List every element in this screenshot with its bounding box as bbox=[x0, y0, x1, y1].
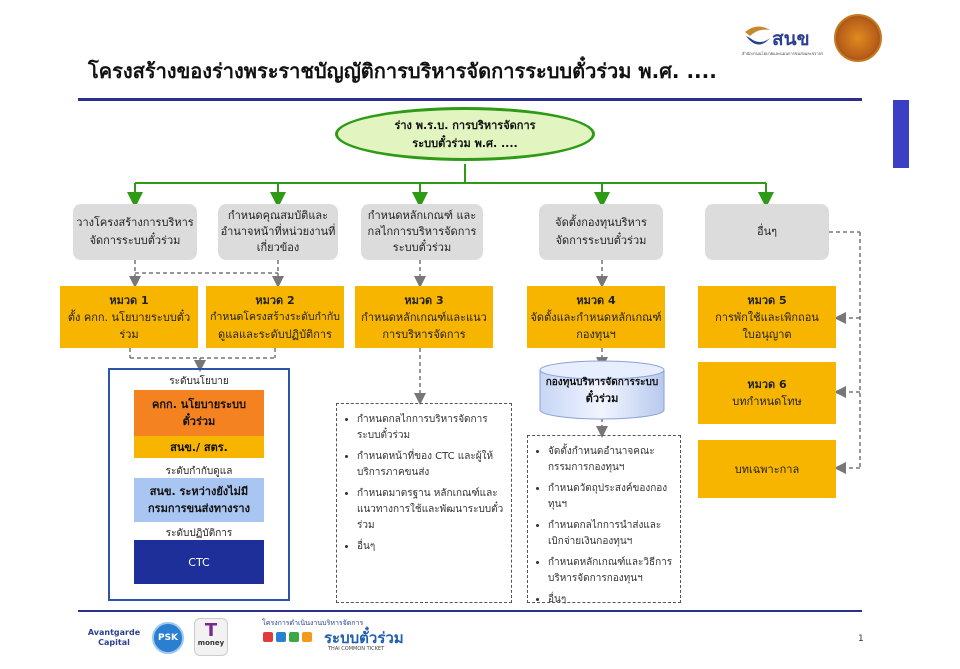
chapter-6: หมวด 6 บทกำหนดโทษ bbox=[698, 362, 836, 424]
page-title: โครงสร้างของร่างพระราชบัญญัติการบริหารจั… bbox=[88, 59, 717, 83]
chapter-3-head: หมวด 3 bbox=[404, 293, 444, 307]
chapter-2: หมวด 2 กำหนดโครงสร้างระดับกำกับ ดูแลและร… bbox=[206, 286, 344, 348]
tmoney-logo: T money bbox=[194, 618, 228, 656]
chapter-1-line2: ร่วม bbox=[119, 327, 139, 341]
tmoney-logo-t: T bbox=[204, 620, 218, 641]
topic-qualifications-line3: เกี่ยวข้อง bbox=[256, 241, 300, 254]
footer-rule bbox=[78, 610, 862, 612]
chapter3-details: กำหนดกลไกการบริหารจัดการระบบตั๋วร่วม กำห… bbox=[336, 403, 512, 603]
policy-committee-line2: ตั๋วร่วม bbox=[182, 415, 216, 428]
policy-committee: คกก. นโยบายระบบตั๋วร่วม bbox=[134, 390, 264, 436]
policy-committee-line1: คกก. นโยบายระบบ bbox=[152, 398, 246, 411]
chapter-5-line1: การพักใช้และเพิกถอน bbox=[715, 310, 819, 324]
chapter-2-line2: ดูแลและระดับปฏิบัติการ bbox=[218, 327, 332, 341]
project-line3: THAI COMMON TICKET bbox=[328, 646, 385, 652]
snk-logo: สนข สำนักงานนโยบายและแผนการขนส่งและจราจร bbox=[742, 20, 826, 62]
chapter-4: หมวด 4 จัดตั้งและกำหนดหลักเกณฑ์ กองทุนฯ bbox=[527, 286, 665, 348]
supervisor-line2: กรมการขนส่งทางราง bbox=[148, 502, 250, 515]
chapter3-item: กำหนดกลไกการบริหารจัดการระบบตั๋วร่วม bbox=[357, 412, 505, 444]
psk-logo: PSK bbox=[152, 622, 184, 654]
chapter-5: หมวด 5 การพักใช้และเพิกถอน ใบอนุญาต bbox=[698, 286, 836, 348]
supervisor-line1: สนข. ระหว่างยังไม่มี bbox=[149, 485, 249, 498]
snk-logo-mark bbox=[745, 26, 770, 45]
fund-cylinder-shape bbox=[539, 360, 665, 420]
chapter-3-line2: การบริหารจัดการ bbox=[382, 327, 466, 341]
chapter3-item: กำหนดมาตรฐาน หลักเกณฑ์และแนวทางการใช้และ… bbox=[357, 486, 505, 534]
chapter4-details: จัดตั้งกำหนดอำนาจคณะกรรมการกองทุนฯ กำหนด… bbox=[527, 435, 681, 605]
ctc-box: CTC bbox=[134, 540, 264, 584]
chapter-5-line2: ใบอนุญาต bbox=[742, 327, 792, 341]
chapter-5-head: หมวด 5 bbox=[747, 293, 787, 307]
topic-fund: จัดตั้งกองทุนบริหารจัดการระบบตั๋วร่วม bbox=[539, 204, 663, 260]
topic-structure: วางโครงสร้างการบริหารจัดการระบบตั๋วร่วม bbox=[73, 204, 197, 260]
chapter-3-line1: กำหนดหลักเกณฑ์และแนว bbox=[361, 310, 487, 324]
root-line2: ระบบตั๋วร่วม พ.ศ. .... bbox=[412, 137, 518, 150]
avantgarde-logo-text: Avantgarde Capital bbox=[87, 628, 141, 647]
chapter4-item: กำหนดกลไกการนำส่งและเบิกจ่ายเงินกองทุนฯ bbox=[548, 518, 674, 550]
chapter-1: หมวด 1 ตั้ง คกก. นโยบายระบบตั๋ว ร่วม bbox=[60, 286, 198, 348]
chapter-transitional-line1: บทเฉพาะกาล bbox=[734, 462, 800, 476]
chapter4-item: อื่นๆ bbox=[548, 592, 674, 608]
label-supervise-level: ระดับกำกับดูแล bbox=[165, 466, 233, 477]
chapter-2-line1: กำหนดโครงสร้างระดับกำกับ bbox=[210, 310, 340, 323]
topic-structure-line2: จัดการระบบตั๋วร่วม bbox=[89, 234, 181, 247]
chapter3-item: อื่นๆ bbox=[357, 539, 505, 555]
chapter-6-line1: บทกำหนดโทษ bbox=[732, 395, 802, 408]
topic-fund-line2: จัดการระบบตั๋วร่วม bbox=[555, 234, 647, 247]
project-logo: โครงการดำเนินงานบริหารจัดการ ระบบตั๋วร่ว… bbox=[262, 618, 412, 658]
topic-mechanism: กำหนดหลักเกณฑ์ และกลไกการบริหารจัดการระบ… bbox=[361, 204, 483, 260]
chapter-4-head: หมวด 4 bbox=[576, 293, 616, 307]
chapter-1-head: หมวด 1 bbox=[109, 293, 149, 307]
topic-qualifications: กำหนดคุณสมบัติและอำนาจหน้าที่หน่วยงานที่… bbox=[218, 204, 338, 260]
root-line1: ร่าง พ.ร.บ. การบริหารจัดการ bbox=[394, 119, 536, 132]
topic-mechanism-line2: กลไกการบริหารจัดการ bbox=[367, 225, 477, 238]
snk-logo-text: สนข bbox=[772, 28, 810, 50]
topic-structure-line1: วางโครงสร้างการบริหาร bbox=[76, 216, 194, 229]
project-line1: โครงการดำเนินงานบริหารจัดการ bbox=[262, 619, 364, 627]
chapter-transitional: บทเฉพาะกาล bbox=[698, 440, 836, 498]
topic-mechanism-line3: ระบบตั๋วร่วม bbox=[392, 241, 452, 254]
snk-logo-subtitle: สำนักงานนโยบายและแผนการขนส่งและจราจร bbox=[742, 51, 824, 56]
chapter-6-head: หมวด 6 bbox=[747, 378, 787, 391]
fund-line1: กองทุนบริหารจัดการระบบ bbox=[545, 377, 659, 388]
chapter3-item: กำหนดหน้าที่ของ CTC และผู้ให้บริการภาคขน… bbox=[357, 449, 505, 481]
topic-others: อื่นๆ bbox=[705, 204, 829, 260]
chapter4-item: กำหนดวัตถุประสงค์ของกองทุนฯ bbox=[548, 481, 674, 513]
psk-logo-text: PSK bbox=[157, 633, 179, 643]
chapter-3: หมวด 3 กำหนดหลักเกณฑ์และแนว การบริหารจัด… bbox=[355, 286, 493, 348]
tmoney-logo-money: money bbox=[197, 639, 225, 647]
title-rule bbox=[78, 98, 862, 101]
label-policy-level: ระดับนโยบาย bbox=[169, 376, 229, 387]
chapter-4-line2: กองทุนฯ bbox=[576, 327, 616, 341]
chapter4-item: กำหนดหลักเกณฑ์และวิธีการบริหารจัดการกองท… bbox=[548, 555, 674, 587]
ministry-seal-icon bbox=[834, 14, 882, 62]
topic-mechanism-line1: กำหนดหลักเกณฑ์ และ bbox=[367, 209, 477, 222]
fund-cylinder: กองทุนบริหารจัดการระบบตั๋วร่วม bbox=[539, 366, 665, 416]
chapter-4-line1: จัดตั้งและกำหนดหลักเกณฑ์ bbox=[530, 310, 662, 324]
label-operation-level: ระดับปฏิบัติการ bbox=[165, 528, 233, 539]
topic-others-line1: อื่นๆ bbox=[756, 225, 778, 238]
chapter4-item: จัดตั้งกำหนดอำนาจคณะกรรมการกองทุนฯ bbox=[548, 444, 674, 476]
governance-panel: ระดับนโยบาย คกก. นโยบายระบบตั๋วร่วม สนข.… bbox=[108, 368, 290, 601]
supervisor-box: สนข. ระหว่างยังไม่มีกรมการขนส่งทางราง bbox=[134, 478, 264, 522]
topic-qualifications-line2: อำนาจหน้าที่หน่วยงานที่ bbox=[220, 225, 336, 238]
chapter-2-head: หมวด 2 bbox=[255, 293, 295, 307]
transport-icons bbox=[263, 632, 312, 642]
root-node: ร่าง พ.ร.บ. การบริหารจัดการ ระบบตั๋วร่วม… bbox=[335, 107, 595, 161]
page-number: 1 bbox=[858, 634, 864, 644]
chapter-1-line1: ตั้ง คกก. นโยบายระบบตั๋ว bbox=[67, 310, 191, 324]
topic-qualifications-line1: กำหนดคุณสมบัติและ bbox=[227, 209, 329, 222]
topic-fund-line1: จัดตั้งกองทุนบริหาร bbox=[555, 216, 647, 229]
fund-line2: ตั๋วร่วม bbox=[585, 392, 619, 405]
avantgarde-logo: Avantgarde Capital bbox=[84, 624, 144, 652]
side-tab bbox=[893, 100, 909, 168]
secretariat: สนข./ สตร. bbox=[134, 436, 264, 458]
project-line2: ระบบตั๋วร่วม bbox=[324, 629, 404, 647]
